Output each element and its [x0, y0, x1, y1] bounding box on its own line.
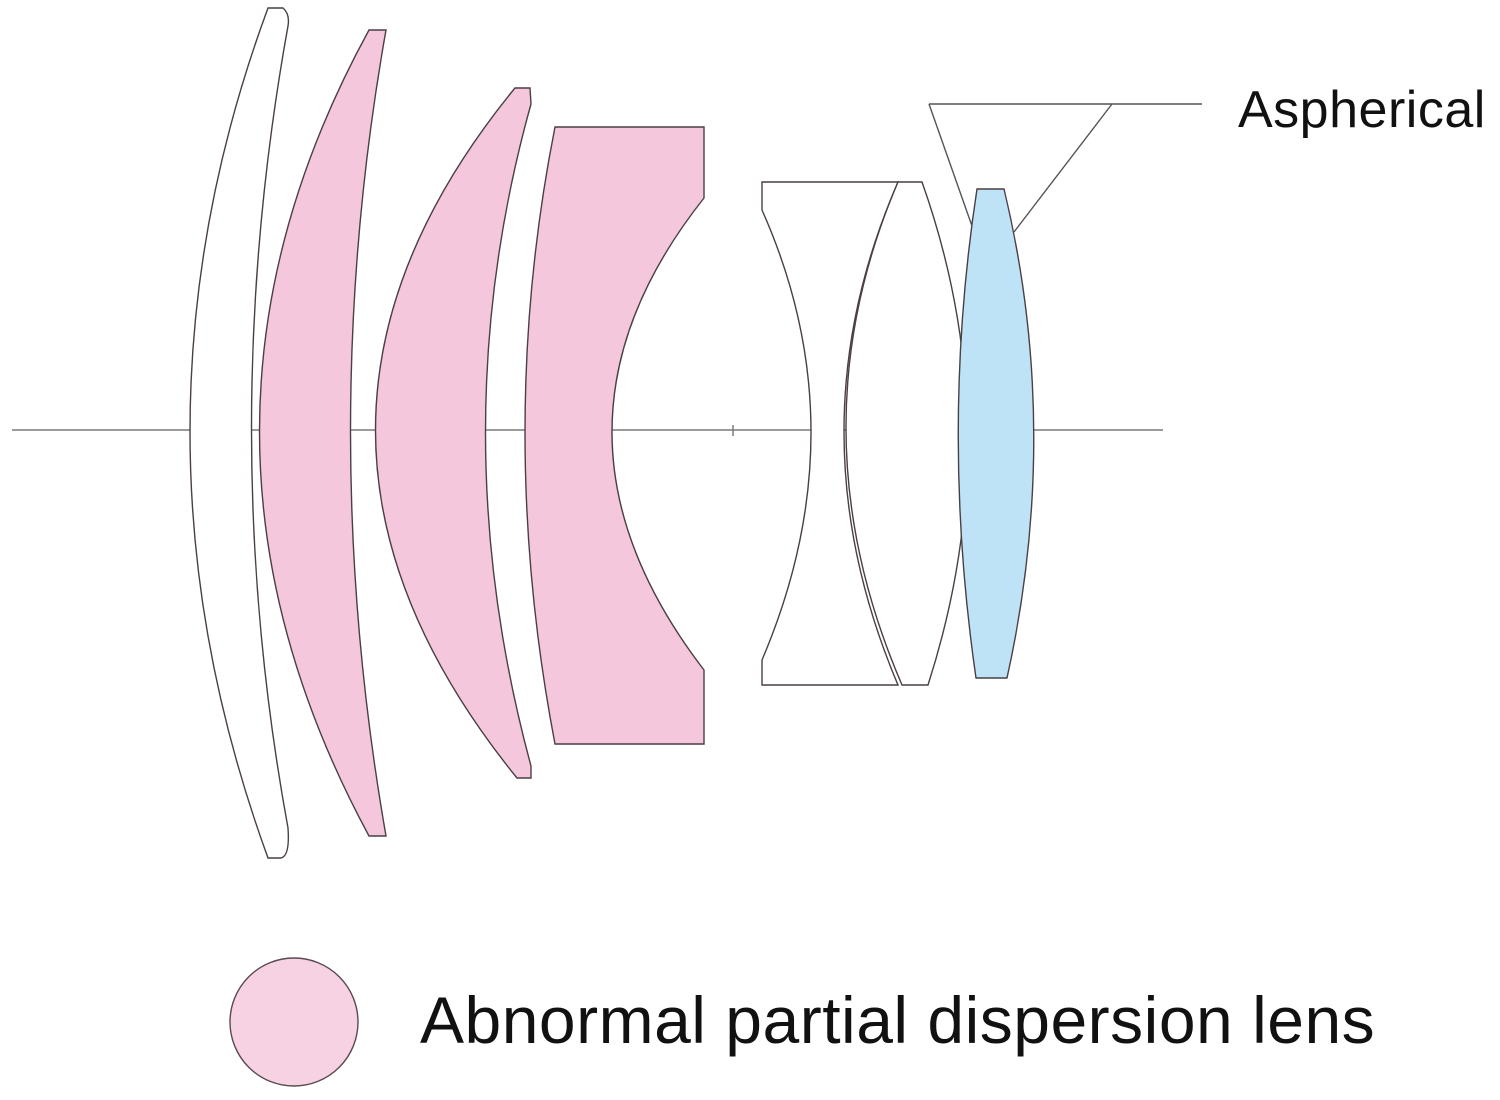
lens-element-7-aspherical [957, 188, 1035, 679]
lens-element-4-apd [524, 126, 705, 745]
lens-element-1 [189, 7, 290, 859]
aspherical-label: Aspherical [1238, 81, 1486, 139]
aspherical-callout-lines [928, 103, 1202, 233]
lens-element-5 [761, 181, 900, 686]
lens-element-6 [845, 181, 969, 686]
lens-element-3-apd [374, 87, 532, 779]
legend-label: Abnormal partial dispersion lens [420, 983, 1376, 1057]
lens-element-2-apd [258, 29, 387, 837]
legend-swatch [229, 957, 359, 1087]
